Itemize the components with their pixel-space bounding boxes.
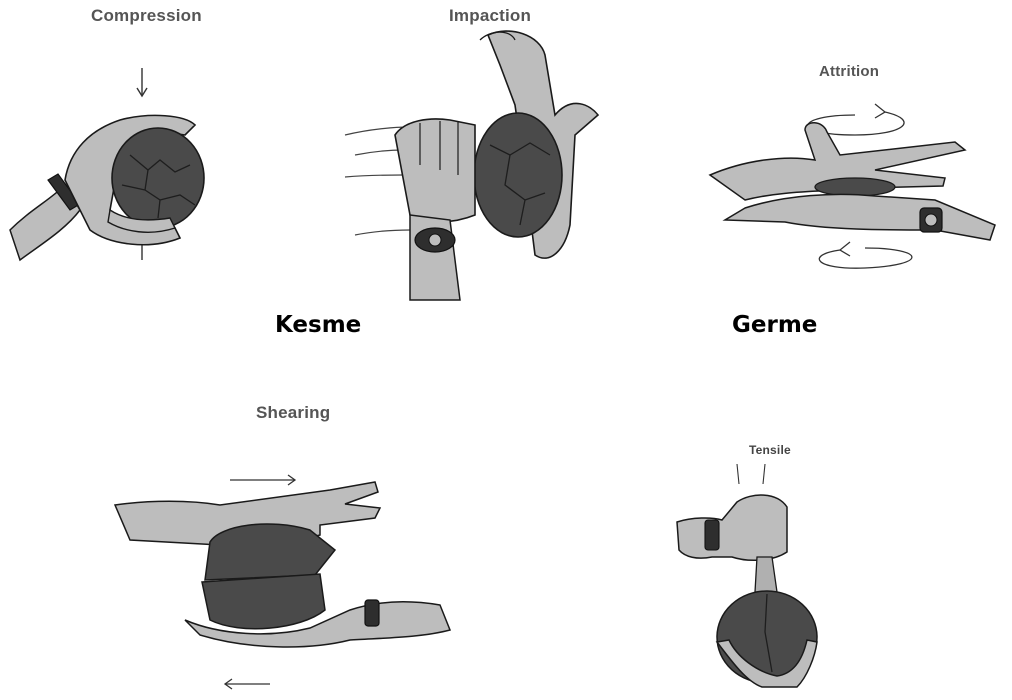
shearing-illustration: [110, 470, 470, 700]
attrition-title: Attrition: [819, 63, 879, 80]
caption-germe: Germe: [732, 312, 817, 338]
attrition-illustration: [705, 90, 1005, 280]
compression-title: Compression: [91, 6, 202, 26]
caption-kesme: Kesme: [275, 312, 361, 338]
compression-illustration: [10, 60, 230, 330]
shearing-title: Shearing: [256, 403, 330, 423]
impaction-title: Impaction: [449, 6, 531, 26]
impaction-illustration: [340, 25, 630, 300]
tensile-illustration: [677, 462, 837, 692]
tensile-title: Tensile: [749, 443, 791, 457]
